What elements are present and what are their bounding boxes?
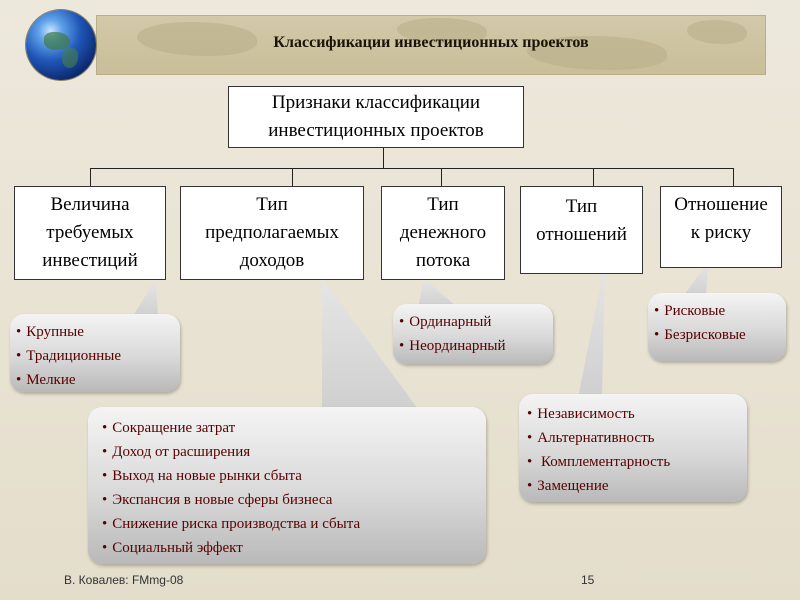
list-item: Традиционные: [16, 344, 180, 368]
list-item: Снижение риска производства и сбыта: [102, 512, 486, 536]
root-box: Признаки классификации инвестиционных пр…: [228, 86, 524, 148]
connector-c1: [90, 168, 91, 186]
connector-c2: [292, 168, 293, 186]
category-investment-size: Величина требуемых инвестиций: [14, 186, 166, 280]
tail-investment-size: [132, 278, 158, 318]
callout-relations: Независимость Альтернативность Комплемен…: [519, 394, 747, 502]
callout-risk: Рисковые Безрисковые: [648, 293, 786, 361]
connector-c5: [733, 168, 734, 186]
callout-income-type: Сокращение затрат Доход от расширения Вы…: [88, 407, 486, 564]
list-item: Доход от расширения: [102, 440, 486, 464]
list-item: Мелкие: [16, 368, 180, 392]
connector-c4: [593, 168, 594, 186]
slide-title: Классификации инвестиционных проектов: [273, 34, 589, 51]
root-line-1: Признаки классификации: [271, 92, 481, 113]
list-item: Крупные: [16, 320, 180, 344]
category-risk-attitude: Отношение к риску: [660, 186, 782, 268]
connector-root-down: [383, 148, 384, 168]
category-cash-flow-type: Тип денежного потока: [381, 186, 505, 280]
list-item: Альтернативность: [527, 426, 747, 450]
list-item: Безрисковые: [654, 323, 786, 347]
list-item: Экспансия в новые сферы бизнеса: [102, 488, 486, 512]
category-income-type: Тип предполагаемых доходов: [180, 186, 364, 280]
list-item: Рисковые: [654, 299, 786, 323]
list-item: Выход на новые рынки сбыта: [102, 464, 486, 488]
list-item: Комплементарность: [527, 450, 747, 474]
callout-investment-size: Крупные Традиционные Мелкие: [10, 314, 180, 392]
footer-author: В. Ковалев: FMmg-08: [64, 573, 184, 587]
globe-icon: [26, 10, 96, 80]
list-item: Сокращение затрат: [102, 416, 486, 440]
root-line-2: инвестиционных проектов: [268, 120, 484, 141]
connector-c3: [441, 168, 442, 186]
connector-horizontal: [90, 168, 734, 169]
list-item: Ординарный: [399, 310, 553, 334]
callout-cash-flow: Ординарный Неординарный: [393, 304, 553, 364]
header-band: Классификации инвестиционных проектов: [96, 15, 766, 75]
list-item: Социальный эффект: [102, 536, 486, 560]
page-number: 15: [581, 573, 595, 587]
list-item: Замещение: [527, 474, 747, 498]
list-item: Неординарный: [399, 334, 553, 358]
list-item: Независимость: [527, 402, 747, 426]
tail-relations: [578, 262, 605, 398]
category-relations-type: Тип отношений: [520, 186, 643, 274]
